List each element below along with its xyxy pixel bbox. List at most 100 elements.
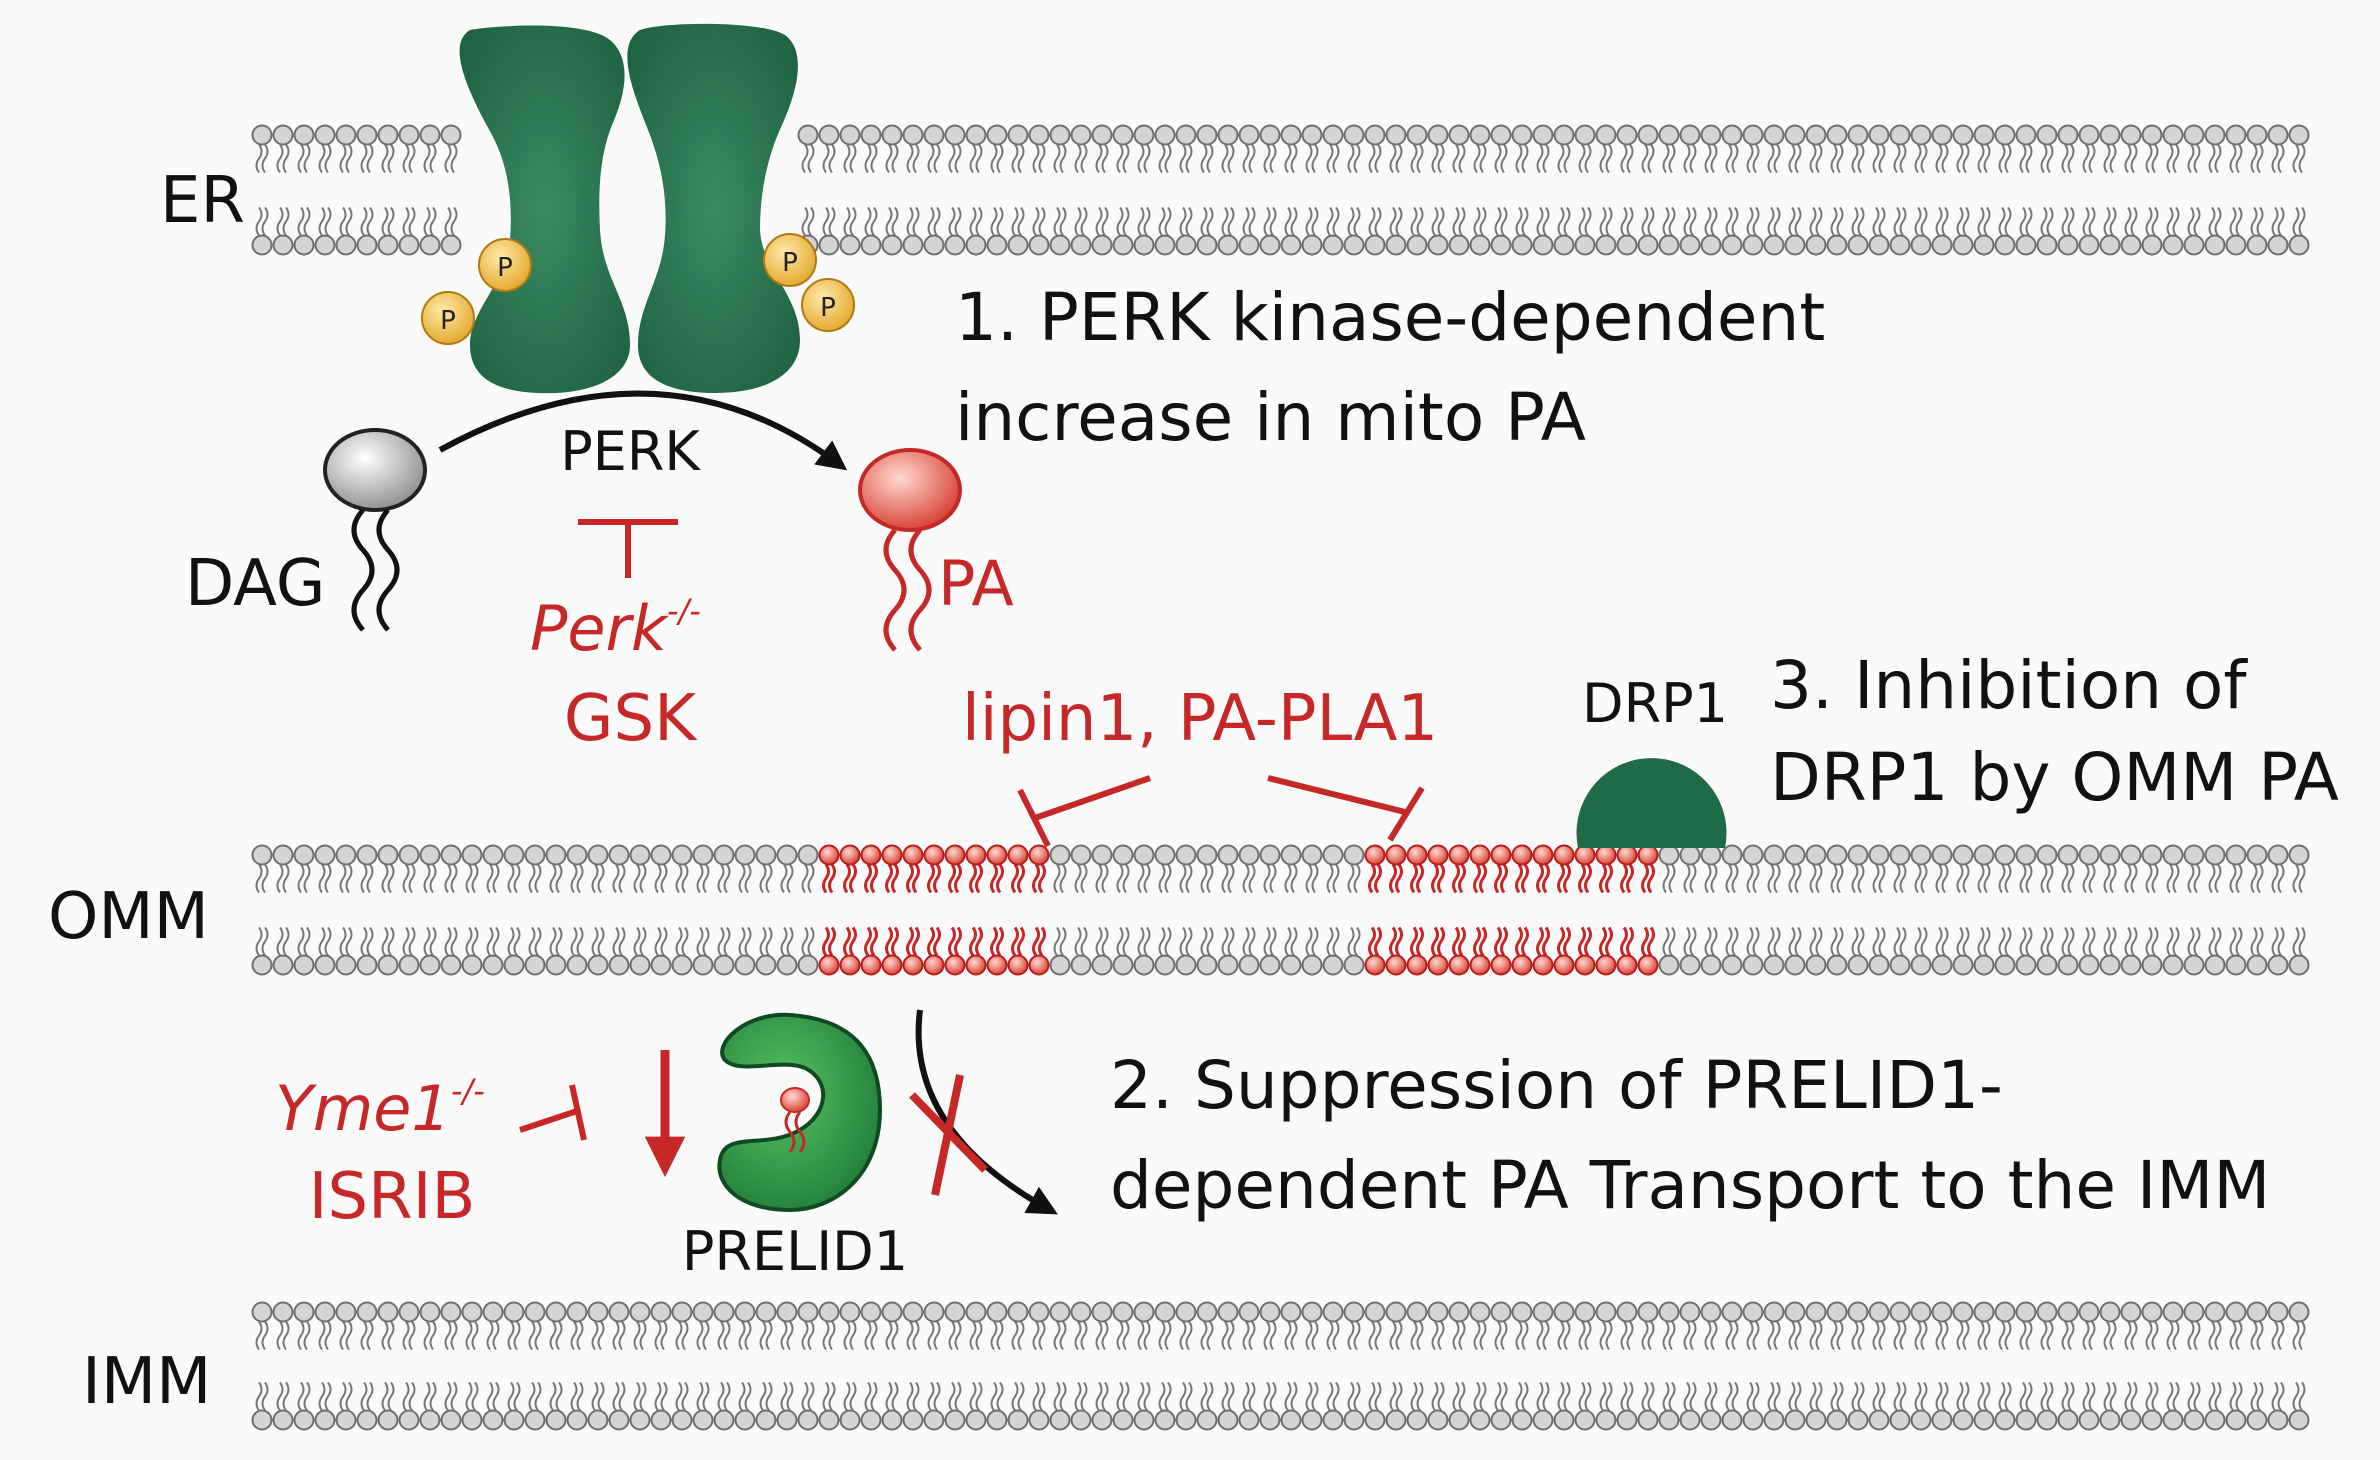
lipid-tail — [2166, 143, 2174, 174]
lipid-tail — [1248, 1320, 1256, 1351]
lipid-tail — [822, 143, 830, 174]
lipid-head — [1700, 1301, 1722, 1323]
lipid-head — [1553, 844, 1575, 866]
lipid-tail — [1437, 1381, 1445, 1412]
lipid-head — [2246, 954, 2268, 976]
step2-line1: 2. Suppression of PRELID1- — [1110, 1047, 2003, 1124]
lipid-tail — [1122, 143, 1130, 174]
lipid-tail — [2019, 863, 2027, 894]
lipid-tail — [534, 1320, 542, 1351]
lipid-tail — [885, 206, 893, 237]
lipid-head — [1511, 1301, 1533, 1323]
lipid-tail — [2172, 206, 2180, 237]
lipid-head — [818, 1301, 840, 1323]
lipid-head — [1007, 1301, 1029, 1323]
lipid-head — [419, 844, 441, 866]
lipid-tail — [660, 1381, 668, 1412]
lipid-tail — [1536, 206, 1544, 237]
lipid-tail — [618, 926, 626, 957]
lipid-tail — [261, 143, 269, 174]
lipid-tail — [822, 206, 830, 237]
lipid-tail — [849, 863, 857, 894]
prelid1-label: PRELID1 — [682, 1220, 908, 1283]
lipid-tail — [1473, 926, 1481, 957]
lipid-head — [1070, 844, 1092, 866]
lipid-tail — [1395, 206, 1403, 237]
lipid-head — [1406, 1409, 1428, 1431]
lipid-tail — [1248, 1381, 1256, 1412]
lipid-tail — [1416, 206, 1424, 237]
lipid-tail — [1242, 1381, 1250, 1412]
lipid-tail — [933, 1320, 941, 1351]
lipid-tail — [576, 863, 584, 894]
lipid-head — [2225, 954, 2247, 976]
lipid-head — [335, 1301, 357, 1323]
lipid-head — [314, 844, 336, 866]
lipid-tail — [1521, 206, 1529, 237]
lipid-tail — [1179, 1320, 1187, 1351]
lipid-head — [1973, 124, 1995, 146]
lipid-head — [251, 954, 273, 976]
lipid-head — [1826, 124, 1848, 146]
lipid-tail — [1494, 143, 1502, 174]
lipid-head — [881, 1301, 903, 1323]
lipid-head — [2078, 1301, 2100, 1323]
lipid-head — [1910, 844, 1932, 866]
lipid-tail — [261, 926, 269, 957]
lipid-tail — [1116, 863, 1124, 894]
lipid-tail — [1206, 143, 1214, 174]
lipid-tail — [1290, 143, 1298, 174]
lipid-head — [1112, 234, 1134, 256]
lipid-tail — [597, 1381, 605, 1412]
lipid-tail — [1410, 863, 1418, 894]
lipid-head — [2057, 1301, 2079, 1323]
lipid-tail — [1914, 1320, 1922, 1351]
lipid-tail — [1878, 206, 1886, 237]
lipid-head — [1889, 234, 1911, 256]
lipid-tail — [2250, 926, 2258, 957]
lipid-tail — [591, 926, 599, 957]
lipid-tail — [948, 863, 956, 894]
lipid-head — [1763, 844, 1785, 866]
lipid-tail — [948, 206, 956, 237]
lipid-head — [1847, 1409, 1869, 1431]
lipid-tail — [990, 863, 998, 894]
lipid-head — [965, 124, 987, 146]
lipid-tail — [1500, 1320, 1508, 1351]
lipid-tail — [912, 143, 920, 174]
lipid-tail — [1731, 1320, 1739, 1351]
lipid-tail — [864, 863, 872, 894]
lipid-head — [587, 844, 609, 866]
lipid-head — [272, 1301, 294, 1323]
lipid-head — [1742, 1409, 1764, 1431]
lipid-head — [1217, 234, 1239, 256]
lipid-tail — [759, 1320, 767, 1351]
lipid-tail — [1053, 1381, 1061, 1412]
lipid-tail — [1458, 926, 1466, 957]
lipid-tail — [2067, 863, 2075, 894]
lipid-tail — [1578, 143, 1586, 174]
lipid-tail — [759, 1381, 767, 1412]
lipid-tail — [633, 1381, 641, 1412]
lipid-tail — [2214, 1381, 2222, 1412]
lipid-tail — [1878, 863, 1886, 894]
lipid-tail — [1284, 926, 1292, 957]
lipid-tail — [2145, 1320, 2153, 1351]
lipid-head — [2225, 1301, 2247, 1323]
lipid-tail — [450, 1320, 458, 1351]
lipid-tail — [2061, 1320, 2069, 1351]
lipid-tail — [1704, 1381, 1712, 1412]
lipid-tail — [2124, 143, 2132, 174]
lipid-tail — [1647, 863, 1655, 894]
lipid-tail — [1095, 1381, 1103, 1412]
lipid-tail — [1731, 863, 1739, 894]
lipid-tail — [2172, 863, 2180, 894]
lipid-tail — [1011, 1381, 1019, 1412]
lipid-tail — [1899, 1381, 1907, 1412]
lipid-tail — [618, 1320, 626, 1351]
lipid-head — [2204, 124, 2226, 146]
lipid-tail — [870, 143, 878, 174]
lipid-tail — [828, 1381, 836, 1412]
lipid-tail — [555, 1381, 563, 1412]
lipid-tail — [2256, 143, 2264, 174]
